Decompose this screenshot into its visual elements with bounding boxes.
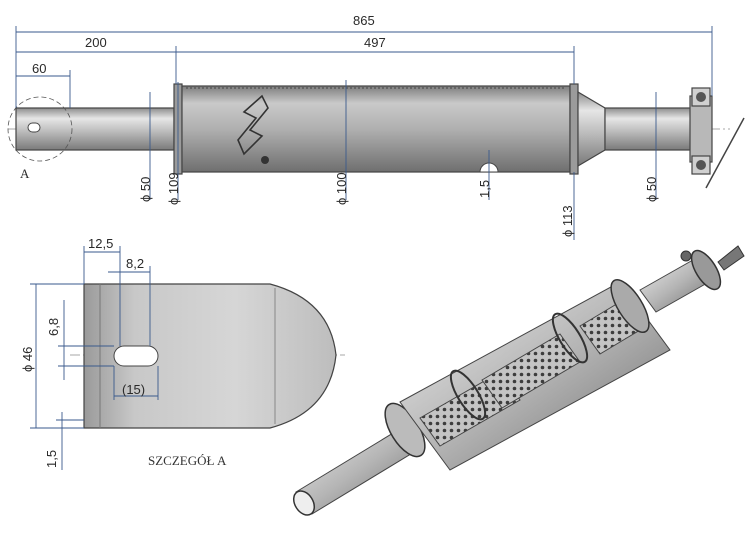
detail-tube-body bbox=[83, 283, 337, 429]
muffler-body bbox=[181, 85, 571, 173]
dim-inlet-diameter: ϕ 50 bbox=[138, 177, 153, 202]
iso-baffle-2 bbox=[551, 312, 589, 364]
bolt-top-icon bbox=[696, 92, 706, 102]
detail-a-view: 12,5 8,2 6,8 ϕ 46 (15) 1,5 SZCZEGÓŁ A bbox=[20, 236, 345, 470]
rear-cone bbox=[577, 90, 606, 168]
dim-inlet-length: 200 bbox=[85, 35, 107, 50]
iso-outlet-clamp bbox=[690, 249, 722, 291]
bolt-bottom-icon bbox=[696, 160, 706, 170]
isometric-cutaway bbox=[292, 245, 745, 516]
dim-outlet-diameter: ϕ 50 bbox=[644, 177, 659, 202]
dim-detail-length: 60 bbox=[32, 61, 46, 76]
inlet-tube bbox=[15, 107, 175, 151]
detail-caption: SZCZEGÓŁ A bbox=[148, 453, 227, 468]
rear-flange bbox=[569, 83, 579, 175]
dim-body-length: 497 bbox=[364, 35, 386, 50]
dim-tube-diameter: ϕ 46 bbox=[20, 347, 35, 372]
dim-hole-height: 1,5 bbox=[477, 180, 492, 198]
dim-12-5: 12,5 bbox=[88, 236, 113, 251]
dim-slot-length: (15) bbox=[122, 382, 145, 397]
detail-marker-label: A bbox=[20, 166, 30, 181]
body-hole-icon bbox=[261, 156, 269, 164]
detail-circle bbox=[7, 96, 73, 162]
iso-clamp-lever bbox=[717, 245, 745, 271]
side-view: A 865 200 497 60 ϕ 50 ϕ 109 ϕ 100 1,5 ϕ … bbox=[7, 13, 745, 240]
iso-rear-flange bbox=[610, 279, 650, 333]
brand-logo-icon bbox=[237, 94, 269, 156]
dim-8-2: 8,2 bbox=[126, 256, 144, 271]
dim-body-diameter: ϕ 100 bbox=[334, 172, 349, 205]
detail-slot bbox=[113, 345, 159, 367]
dim-slot-height: 6,8 bbox=[46, 318, 61, 336]
iso-clamp-bolt-icon bbox=[680, 250, 692, 262]
clamp-lever bbox=[705, 117, 745, 189]
iso-inlet-opening bbox=[292, 490, 316, 516]
outlet-tube bbox=[604, 107, 692, 151]
iso-baffle-1 bbox=[449, 369, 487, 421]
dim-rear-flange-diameter: ϕ 113 bbox=[560, 205, 575, 237]
inlet-slot bbox=[27, 122, 41, 133]
dim-flange-diameter: ϕ 109 bbox=[166, 172, 181, 205]
dim-wall-thickness: 1,5 bbox=[44, 450, 59, 468]
dim-overall-length: 865 bbox=[353, 13, 375, 28]
